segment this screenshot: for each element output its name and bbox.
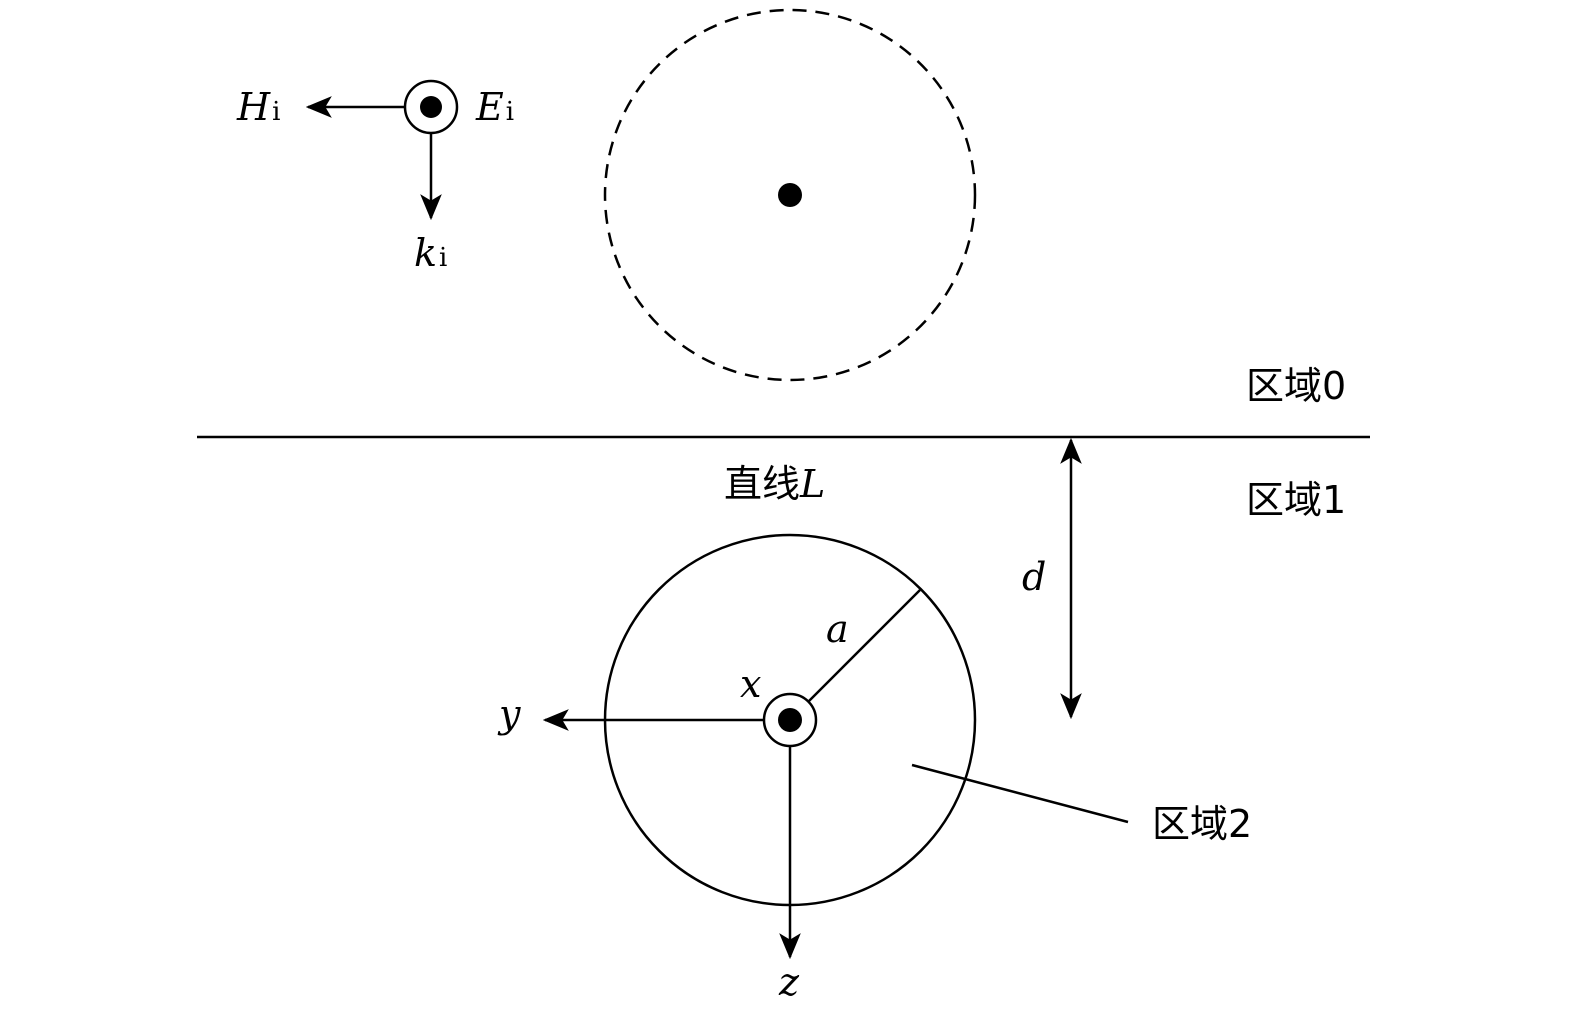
- x-axis-dot: [778, 708, 802, 732]
- x-axis-out-of-page-circle: [762, 692, 818, 748]
- x-label: x: [740, 662, 761, 706]
- line-l-label: 直线L: [724, 462, 825, 506]
- h-label: Hi: [236, 85, 280, 129]
- e-field-dot: [420, 96, 442, 118]
- image-center-dot: [778, 183, 802, 207]
- image-cylinder-dashed-circle: [603, 8, 977, 382]
- incident-wave-indicator: [305, 79, 459, 221]
- region2-label: 区域2: [1152, 802, 1252, 846]
- region2-leader-line: [911, 763, 1129, 824]
- e-label: Ei: [475, 85, 514, 129]
- region1-label: 区域1: [1246, 478, 1346, 522]
- z-label: z: [778, 960, 800, 1004]
- y-label: y: [497, 692, 521, 736]
- region0-label: 区域0: [1246, 364, 1346, 408]
- radius-line: [808, 589, 921, 702]
- a-label: a: [826, 607, 849, 651]
- e-field-out-of-page-circle: [403, 79, 459, 135]
- d-label: d: [1022, 555, 1046, 599]
- k-label: ki: [414, 231, 447, 275]
